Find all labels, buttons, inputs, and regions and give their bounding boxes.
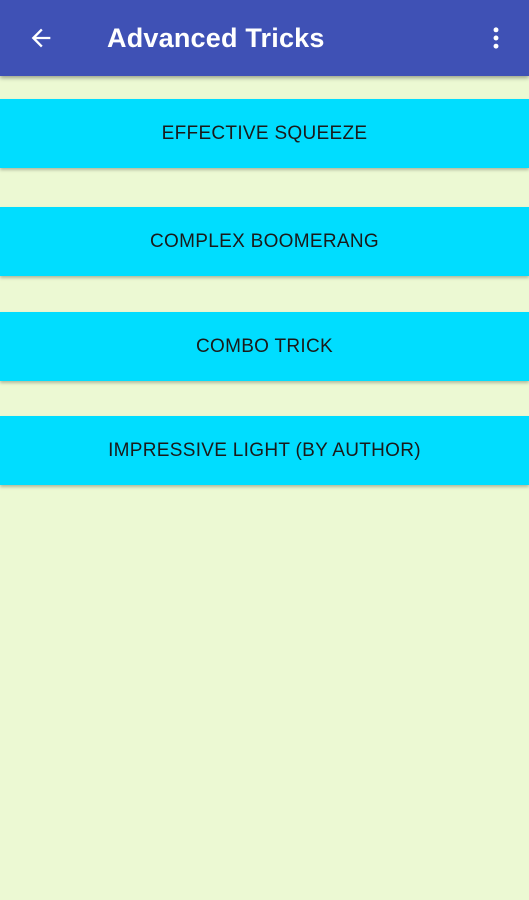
complex-boomerang-button[interactable]: COMPLEX BOOMERANG (0, 207, 529, 276)
trick-button-label: EFFECTIVE SQUEEZE (161, 122, 368, 144)
trick-button-label: COMPLEX BOOMERANG (150, 230, 379, 252)
trick-button-label: IMPRESSIVE LIGHT (BY AUTHOR) (108, 439, 421, 461)
combo-trick-button[interactable]: COMBO TRICK (0, 312, 529, 381)
more-vertical-icon (493, 27, 499, 49)
effective-squeeze-button[interactable]: EFFECTIVE SQUEEZE (0, 99, 529, 168)
app-bar: Advanced Tricks (0, 0, 529, 76)
overflow-menu-button[interactable] (475, 17, 517, 59)
trick-button-label: COMBO TRICK (195, 335, 333, 357)
page-title: Advanced Tricks (107, 23, 325, 53)
impressive-light-button[interactable]: IMPRESSIVE LIGHT (BY AUTHOR) (0, 416, 529, 485)
arrow-left-icon (31, 28, 51, 48)
back-button[interactable] (20, 17, 62, 59)
